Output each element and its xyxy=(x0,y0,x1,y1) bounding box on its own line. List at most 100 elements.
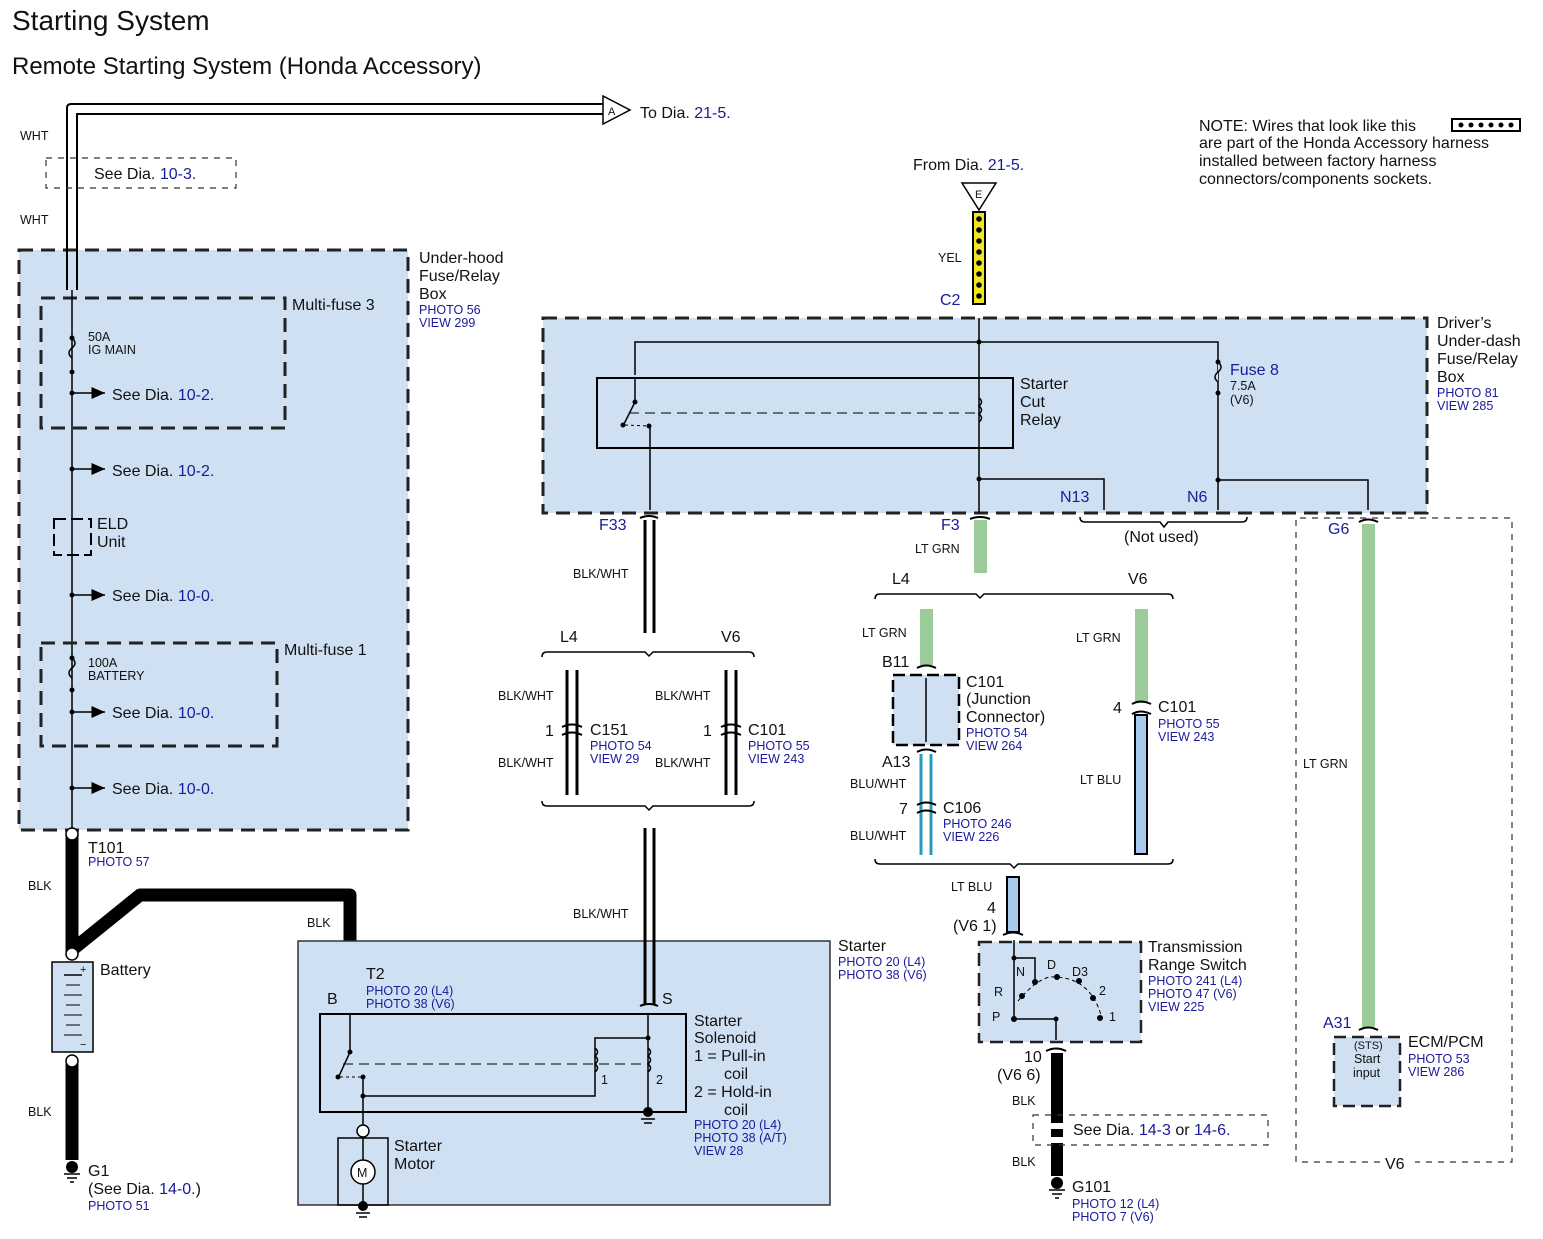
dia-link[interactable]: 21-5. xyxy=(988,157,1024,174)
wire-color-label: BLK xyxy=(1012,1155,1036,1169)
dia-link[interactable]: 10-3. xyxy=(160,166,196,183)
wire-color-label: BLU/WHT xyxy=(850,777,907,791)
lt-grn-branch: LT GRN L4 V6 LT GRN B11 C101 (Junction C… xyxy=(850,516,1220,933)
view-ref[interactable]: VIEW 285 xyxy=(1437,399,1493,413)
photo-ref[interactable]: PHOTO 56 xyxy=(419,303,481,317)
junction-label: (Junction xyxy=(966,691,1031,708)
wht-wire: A To Dia. 21-5. WHT WHT See Dia. 10-3. xyxy=(20,94,731,290)
photo-ref[interactable]: PHOTO 38 (V6) xyxy=(366,997,455,1011)
harness-dot xyxy=(976,282,982,288)
wire-color-label: LT GRN xyxy=(1076,631,1121,645)
multifuse1-label: Multi-fuse 1 xyxy=(284,642,367,659)
box-name: Driver’s xyxy=(1437,315,1492,332)
dia-link[interactable]: 10-0. xyxy=(178,705,214,722)
harness-note: NOTE: Wires that look like this are part… xyxy=(1199,118,1521,188)
wire-color-label: LT BLU xyxy=(1080,773,1121,787)
solenoid-label: coil xyxy=(724,1102,748,1119)
wire-color-label: BLK/WHT xyxy=(498,689,554,703)
t2-label: T2 xyxy=(366,966,385,983)
pin-number: 4 xyxy=(987,900,996,917)
multifuse3-label: Multi-fuse 3 xyxy=(292,297,375,314)
photo-ref[interactable]: PHOTO 20 (L4) xyxy=(694,1118,781,1132)
ecm-inner-label: input xyxy=(1353,1066,1381,1080)
see-dia-text: See Dia. 10-0. xyxy=(112,705,214,722)
connector-label: A xyxy=(608,106,616,118)
box-name: Box xyxy=(419,286,447,303)
connector-c101: C101 xyxy=(1158,699,1196,716)
dia-link[interactable]: 10-2. xyxy=(178,387,214,404)
pin-number: 10 xyxy=(1024,1049,1042,1066)
battery-icon: + − xyxy=(51,961,94,1053)
starter-cut-relay xyxy=(596,377,1014,449)
photo-ref[interactable]: PHOTO 38 (A/T) xyxy=(694,1131,787,1145)
underhood-fuse-relay-box: Under-hood Fuse/Relay Box PHOTO 56 VIEW … xyxy=(17,248,504,832)
photo-ref[interactable]: PHOTO 38 (V6) xyxy=(838,968,927,982)
dia-link[interactable]: 14-0. xyxy=(159,1181,195,1198)
dia-link[interactable]: 14-3 xyxy=(1139,1122,1171,1139)
fuse-rating: 100A xyxy=(88,656,118,670)
see-dia-text: See Dia. 10-3. xyxy=(94,166,196,183)
starter-label: Starter xyxy=(838,938,887,955)
box-name: Box xyxy=(1437,369,1465,386)
underdash-fuse-relay-box: Driver’s Under-dash Fuse/Relay Box PHOTO… xyxy=(541,315,1521,546)
accessory-harness-icon xyxy=(1451,118,1521,132)
dia-link[interactable]: 21-5. xyxy=(694,105,730,122)
pin-label: F33 xyxy=(599,517,627,534)
view-ref[interactable]: VIEW 243 xyxy=(748,752,804,766)
photo-ref[interactable]: PHOTO 12 (L4) xyxy=(1072,1197,1159,1211)
fuse-icon xyxy=(1214,361,1222,383)
view-ref[interactable]: VIEW 286 xyxy=(1408,1065,1464,1079)
page-title: Starting System xyxy=(12,5,210,36)
pin-number: 4 xyxy=(1113,700,1122,717)
view-ref[interactable]: VIEW 226 xyxy=(943,830,999,844)
wire-color-label: LT GRN xyxy=(915,542,960,556)
photo-ref[interactable]: PHOTO 20 (L4) xyxy=(838,955,925,969)
eld-label: Unit xyxy=(97,534,126,551)
wire-color-label: LT BLU xyxy=(951,880,992,894)
photo-ref[interactable]: PHOTO 246 xyxy=(943,817,1012,831)
view-ref[interactable]: VIEW 28 xyxy=(694,1144,743,1158)
photo-ref[interactable]: PHOTO 54 xyxy=(966,726,1028,740)
view-ref[interactable]: VIEW 225 xyxy=(1148,1000,1204,1014)
ground-icon xyxy=(64,1161,80,1183)
pin-label: C2 xyxy=(940,292,961,309)
trs-label: Transmission xyxy=(1148,939,1243,956)
from-dia-text: From Dia. 21-5. xyxy=(913,157,1024,174)
box-name: Fuse/Relay xyxy=(1437,351,1518,368)
see-dia-text: See Dia. 10-0. xyxy=(112,781,214,798)
connector-label: E xyxy=(975,189,982,201)
connector-c151: C151 xyxy=(590,722,628,739)
dia-link[interactable]: 10-0. xyxy=(178,781,214,798)
b-terminal-label: B xyxy=(327,991,338,1008)
photo-ref[interactable]: PHOTO 55 xyxy=(1158,717,1220,731)
position-2: 2 xyxy=(1099,984,1106,998)
pin-label: A13 xyxy=(882,754,911,771)
pin-label: N6 xyxy=(1187,489,1208,506)
position-n: N xyxy=(1016,965,1025,979)
photo-ref[interactable]: PHOTO 54 xyxy=(590,739,652,753)
photo-ref[interactable]: PHOTO 51 xyxy=(88,1199,150,1213)
view-ref[interactable]: VIEW 243 xyxy=(1158,730,1214,744)
photo-ref[interactable]: PHOTO 81 xyxy=(1437,386,1499,400)
yel-accessory-wire: From Dia. 21-5. E YEL C2 xyxy=(913,157,1024,309)
dia-link[interactable]: 10-2. xyxy=(178,463,214,480)
v6-label: V6 xyxy=(1385,1156,1405,1173)
dia-link[interactable]: 14-6. xyxy=(1194,1122,1230,1139)
g1-label: G1 xyxy=(88,1163,109,1180)
photo-ref[interactable]: PHOTO 7 (V6) xyxy=(1072,1210,1154,1224)
photo-ref[interactable]: PHOTO 53 xyxy=(1408,1052,1470,1066)
dia-link[interactable]: 10-0. xyxy=(178,588,214,605)
relay-coil-icon xyxy=(977,397,983,423)
solenoid-label: 1 = Pull-in xyxy=(694,1048,766,1065)
solenoid-label: coil xyxy=(724,1066,748,1083)
photo-ref[interactable]: PHOTO 55 xyxy=(748,739,810,753)
see-dia-text: See Dia. 10-2. xyxy=(112,387,214,404)
photo-ref[interactable]: PHOTO 241 (L4) xyxy=(1148,974,1242,988)
view-ref[interactable]: VIEW 299 xyxy=(419,316,475,330)
view-ref[interactable]: VIEW 29 xyxy=(590,752,639,766)
view-ref[interactable]: VIEW 264 xyxy=(966,739,1022,753)
photo-ref[interactable]: PHOTO 57 xyxy=(88,855,150,869)
photo-ref[interactable]: PHOTO 47 (V6) xyxy=(1148,987,1237,1001)
photo-ref[interactable]: PHOTO 20 (L4) xyxy=(366,984,453,998)
fuse-circuit: IG MAIN xyxy=(88,343,136,357)
